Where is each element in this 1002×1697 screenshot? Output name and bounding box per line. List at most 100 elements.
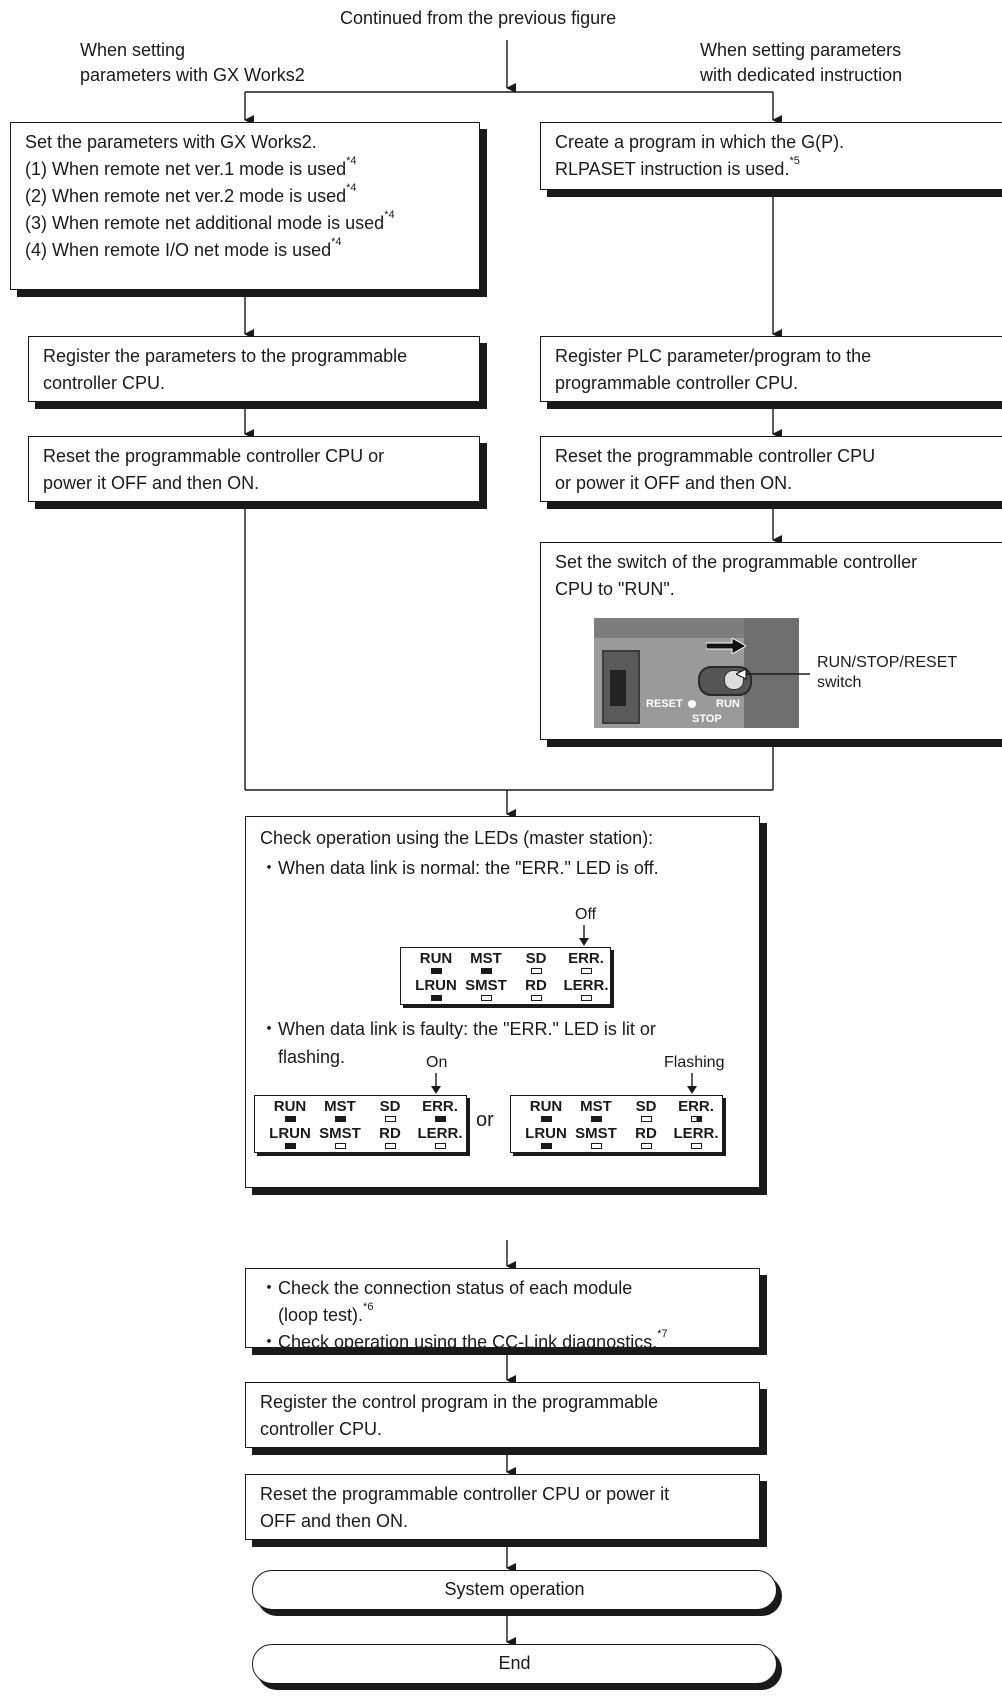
- continued-label: Continued from the previous figure: [340, 8, 617, 28]
- left-reset-cpu-box: Reset the programmable controller CPU or…: [28, 436, 480, 502]
- register-plc-line1: Register PLC parameter/program to the: [555, 346, 872, 366]
- led-sd: SD: [617, 1099, 675, 1122]
- led-indicator-flash: [690, 1116, 702, 1122]
- led-indicator-off: [480, 995, 492, 1001]
- led-mst: MST: [457, 951, 515, 974]
- create-program-box: Create a program in which the G(P). RLPA…: [540, 122, 1002, 190]
- right-branch-label-line2: with dedicated instruction: [700, 65, 903, 85]
- gx-box-item-1: (1) When remote net ver.1 mode is used*4: [25, 155, 357, 180]
- led-mst: MST: [567, 1099, 625, 1122]
- led-label: SD: [635, 1098, 657, 1115]
- led-label: MST: [324, 1098, 356, 1115]
- led-indicator-on: [284, 1116, 296, 1122]
- off-label: Off: [575, 906, 597, 923]
- led-run: RUN: [407, 951, 465, 974]
- right-reset-line1: Reset the programmable controller CPU: [555, 446, 876, 466]
- led-label: LRUN: [415, 977, 457, 994]
- led-panel-lit: RUN MST SD ERR. LRUN SMST RD LERR.: [254, 1095, 467, 1153]
- led-label: MST: [470, 950, 502, 967]
- led-label: RD: [379, 1125, 401, 1142]
- switch-callout-label-line2: switch: [817, 674, 862, 691]
- led-rd: RD: [617, 1126, 675, 1149]
- switch-callout-label-line1: RUN/STOP/RESET: [817, 654, 958, 671]
- register-plc-line2: programmable controller CPU.: [555, 373, 799, 393]
- led-indicator-on: [430, 995, 442, 1001]
- led-label: RUN: [529, 1098, 563, 1115]
- led-label: SMST: [319, 1125, 361, 1142]
- led-label: MST: [580, 1098, 612, 1115]
- register-plc-program-box: Register PLC parameter/program to the pr…: [540, 336, 1002, 402]
- led-label: LRUN: [525, 1125, 567, 1142]
- led-label: SMST: [465, 977, 507, 994]
- led-indicator-off: [640, 1143, 652, 1149]
- flashing-label: Flashing: [664, 1054, 725, 1071]
- check-item-1-line2: (loop test).*6: [278, 1301, 374, 1326]
- led-mst: MST: [311, 1099, 369, 1122]
- end-terminator: End: [252, 1644, 777, 1684]
- led-lerr: LERR.: [667, 1126, 725, 1149]
- right-reset-cpu-box: Reset the programmable controller CPU or…: [540, 436, 1002, 502]
- register-parameters-box: Register the parameters to the programma…: [28, 336, 480, 402]
- led-label: ERR.: [678, 1098, 714, 1115]
- gx-works2-parameter-box: Set the parameters with GX Works2. (1) W…: [10, 122, 480, 290]
- led-label: SD: [379, 1098, 401, 1115]
- led-smst: SMST: [567, 1126, 625, 1149]
- gx-box-item-2: (2) When remote net ver.2 mode is used*4: [25, 182, 357, 207]
- check-item-2: ・Check operation using the CC-Link diagn…: [260, 1328, 668, 1353]
- led-indicator-off: [384, 1116, 396, 1122]
- led-panel-normal: RUN MST SD ERR. LRUN SMST RD LERR.: [400, 947, 611, 1005]
- led-label: SD: [525, 950, 547, 967]
- left-reset-line2: power it OFF and then ON.: [43, 473, 260, 493]
- led-lerr: LERR.: [557, 978, 615, 1001]
- led-indicator-off: [434, 1143, 446, 1149]
- led-indicator-off: [334, 1143, 346, 1149]
- led-err: ERR.: [667, 1099, 725, 1122]
- led-indicator-off: [580, 968, 592, 974]
- set-switch-line1: Set the switch of the programmable contr…: [555, 552, 918, 572]
- led-indicator-off: [590, 1143, 602, 1149]
- cpu-switch-photo: RESET RUN STOP: [594, 618, 799, 728]
- led-indicator-on: [430, 968, 442, 974]
- right-reset-line2: or power it OFF and then ON.: [555, 473, 793, 493]
- led-lrun: LRUN: [261, 1126, 319, 1149]
- led-lrun: LRUN: [407, 978, 465, 1001]
- led-label: RUN: [273, 1098, 307, 1115]
- control-program-line1: Register the control program in the prog…: [260, 1392, 659, 1412]
- led-faulty-text-line2: flashing.: [278, 1047, 346, 1067]
- run-direction-arrow-icon: [705, 637, 748, 655]
- led-label: RD: [525, 977, 547, 994]
- led-sd: SD: [507, 951, 565, 974]
- led-indicator-off: [384, 1143, 396, 1149]
- register-parameters-line1: Register the parameters to the programma…: [43, 346, 408, 366]
- led-faulty-text-line1: ・When data link is faulty: the "ERR." LE…: [260, 1019, 656, 1039]
- left-branch-label-line1: When setting: [80, 40, 186, 60]
- photo-reset-label: RESET: [646, 698, 683, 710]
- led-smst: SMST: [457, 978, 515, 1001]
- led-label: LERR.: [417, 1125, 463, 1142]
- led-indicator-on: [590, 1116, 602, 1122]
- led-rd: RD: [507, 978, 565, 1001]
- led-check-title: Check operation using the LEDs (master s…: [260, 828, 654, 848]
- led-indicator-off: [640, 1116, 652, 1122]
- left-reset-line1: Reset the programmable controller CPU or: [43, 446, 385, 466]
- photo-run-label: RUN: [716, 698, 740, 710]
- led-normal-text: ・When data link is normal: the "ERR." LE…: [260, 858, 659, 878]
- led-sd: SD: [361, 1099, 419, 1122]
- led-run: RUN: [261, 1099, 319, 1122]
- loop-test-diagnostics-box: ・Check the connection status of each mod…: [245, 1268, 760, 1352]
- led-indicator-off: [580, 995, 592, 1001]
- gx-box-item-3: (3) When remote net additional mode is u…: [25, 209, 395, 234]
- led-label: ERR.: [568, 950, 604, 967]
- led-label: LRUN: [269, 1125, 311, 1142]
- final-reset-line2: OFF and then ON.: [260, 1511, 409, 1531]
- control-program-line2: controller CPU.: [260, 1419, 383, 1439]
- led-indicator-off: [530, 995, 542, 1001]
- led-err: ERR.: [411, 1099, 469, 1122]
- led-indicator-off: [530, 968, 542, 974]
- flashing-arrow-icon: [687, 1073, 697, 1094]
- final-reset-line1: Reset the programmable controller CPU or…: [260, 1484, 670, 1504]
- led-label: RUN: [419, 950, 453, 967]
- led-label: LERR.: [563, 977, 609, 994]
- gx-box-item-4: (4) When remote I/O net mode is used*4: [25, 236, 342, 261]
